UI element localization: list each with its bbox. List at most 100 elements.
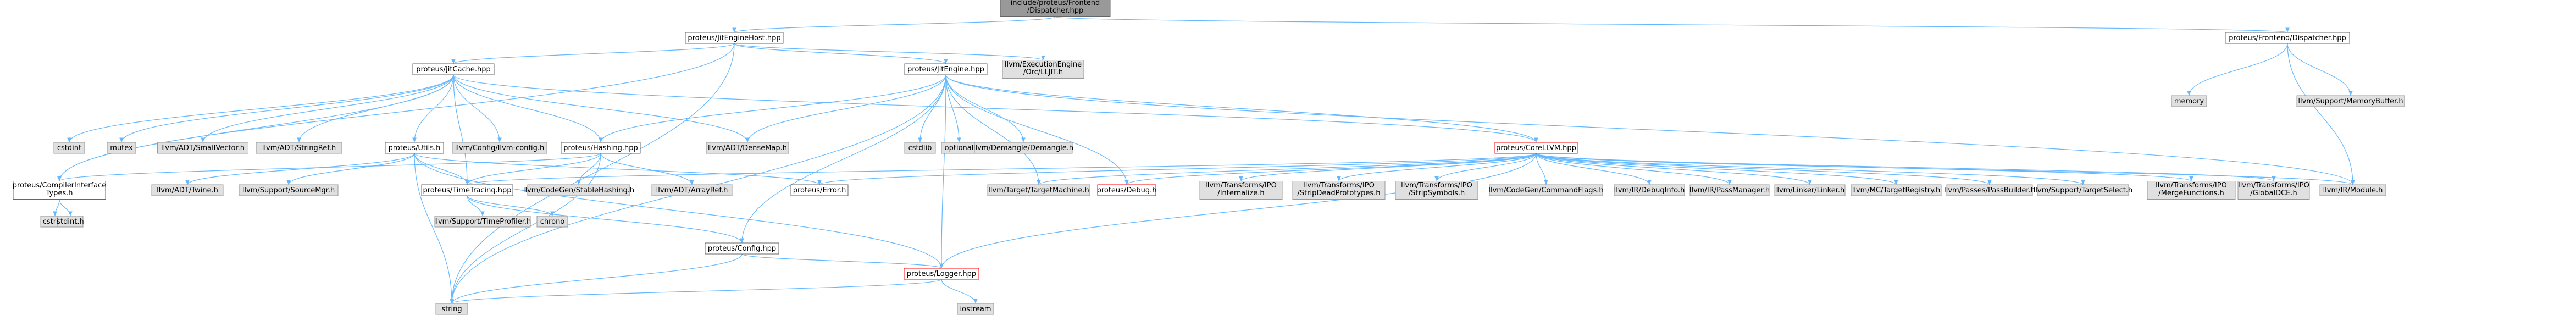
edge-logger-to-string [450,279,942,304]
node-jit-cache[interactable]: proteus/JitCache.hpp [412,63,495,75]
edge-frontend-dispatcher-to-memory-buffer [2287,43,2353,96]
edge-jit-engine-to-dense-map [745,74,946,143]
node-label: llvm/Transforms/IPO [1303,181,1375,190]
node-debug[interactable]: proteus/Debug.h [1097,184,1157,196]
node-debug-info: llvm/IR/DebugInfo.h [1614,184,1685,196]
node-logger[interactable]: proteus/Logger.hpp [904,268,979,280]
node-label: string [441,305,462,313]
node-target-machine: llvm/Target/TargetMachine.h [987,184,1090,196]
node-box [256,142,342,154]
edge-core-l-l-v-m-to-strip-symbols [1434,153,1537,181]
node-dense-map: llvm/ADT/DenseMap.h [706,142,789,154]
edge-jit-engine-host-to-jit-cache [451,43,735,64]
edge-jit-engine-host-to-jit-engine [734,43,948,64]
node-mutex: mutex [107,142,136,154]
node-box [434,216,531,228]
node-small-vector: llvm/ADT/SmallVector.h [157,142,248,154]
node-box [2171,95,2207,107]
node-time-tracing[interactable]: proteus/TimeTracing.hpp [421,184,513,196]
node-label: proteus/JitEngine.hpp [907,65,984,74]
node-root[interactable]: include/proteus/Frontend/Dispatcher.hpp [1000,0,1111,17]
edge-hashing-to-array-ref [600,153,694,185]
node-jit-engine[interactable]: proteus/JitEngine.hpp [904,63,988,75]
node-label: proteus/TimeTracing.hpp [423,186,511,195]
node-error[interactable]: proteus/Error.h [790,184,849,196]
node-demangle: llvm/Demangle/Demangle.h [973,142,1073,154]
node-label: llvm/Linker/Linker.h [1775,186,1845,195]
node-box [987,184,1090,196]
node-label: llvm/Support/TargetSelect.h [2034,186,2132,195]
node-label: llvm/ADT/DenseMap.h [708,144,787,152]
edge-core-l-l-v-m-to-internalize [1239,153,1537,182]
edge-jit-cache-to-hashing [453,74,603,143]
node-execution-engine: llvm/ExecutionEngine/Orc/LLJIT.h [1002,60,1084,79]
node-label: chrono [540,218,565,226]
edge-jit-cache-to-llvm-config [453,74,502,143]
node-label: proteus/JitCache.hpp [416,65,491,74]
node-cstdint: cstdint [53,142,85,154]
node-box [13,181,106,200]
node-box [107,142,136,154]
node-utils[interactable]: proteus/Utils.h [385,142,444,154]
node-string-ref: llvm/ADT/StringRef.h [256,142,342,154]
node-box [957,303,994,315]
node-label: llvm/CodeGen/StableHashing.h [523,186,634,195]
edge-frontend-dispatcher-to-module [2287,43,2355,185]
node-box [151,184,224,196]
edge-utils-to-time-tracing [414,153,469,185]
node-config[interactable]: proteus/Config.hpp [705,242,779,255]
node-box [536,216,568,228]
edge-jit-cache-to-cstdint [67,74,454,143]
node-label: llvm/Transforms/IPO [1401,181,1472,190]
edge-logger-to-iostream [941,279,978,304]
node-cstdlib: cstdlib [904,142,936,154]
edge-utils-to-twine [185,153,415,185]
node-box [2319,184,2386,196]
node-box [904,142,936,154]
edge-jit-engine-host-to-compiler-interface [57,43,735,181]
node-label: proteus/Error.h [793,186,846,195]
node-label: /Orc/LLJIT.h [1023,68,1063,76]
node-frontend-dispatcher[interactable]: proteus/Frontend/Dispatcher.hpp [2225,32,2350,44]
edge-jit-engine-to-module [945,74,2355,185]
edge-utils-to-error [414,153,822,185]
node-box [2237,181,2310,200]
node-label: llvm/ExecutionEngine [1005,60,1082,69]
edge-jit-engine-to-optional [945,74,961,143]
edge-time-tracing-to-chrono [467,195,555,217]
edge-jit-cache-to-dense-map [453,74,750,143]
node-label: llvm/Demangle/Demangle.h [973,144,1073,152]
node-box [1199,181,1283,200]
node-core-l-l-v-m[interactable]: proteus/CoreLLVM.hpp [1494,142,1578,154]
edge-hashing-to-stable-hashing [577,153,601,185]
node-twine: llvm/ADT/Twine.h [151,184,224,196]
node-jit-engine-host[interactable]: proteus/JitEngineHost.hpp [685,32,784,44]
node-chrono: chrono [536,216,568,228]
node-target-registry: llvm/MC/TargetRegistry.h [1851,184,1942,196]
node-box [705,242,779,255]
node-label: proteus/CoreLLVM.hpp [1496,144,1576,152]
node-box [904,63,988,75]
node-label: proteus/Config.hpp [708,245,776,253]
node-stdint: stdint.h [57,216,84,228]
edge-jit-engine-to-demangle [945,74,1026,143]
node-label: llvm/Support/MemoryBuffer.h [2298,97,2403,106]
node-label: memory [2174,97,2204,106]
node-box [2147,181,2236,200]
node-box [651,184,733,196]
node-label: proteus/Utils.h [389,144,441,152]
node-hashing[interactable]: proteus/Hashing.hpp [561,142,641,154]
node-optional: optional [941,142,977,154]
node-box [1000,0,1111,17]
node-box [239,184,339,196]
edge-core-l-l-v-m-to-linker [1536,153,1812,185]
edge-core-l-l-v-m-to-pass-builder [1536,153,1992,185]
edge-time-tracing-to-config [467,195,744,244]
node-box [452,142,547,154]
node-target-select: llvm/Support/TargetSelect.h [2034,184,2132,196]
edge-config-to-string [450,253,743,304]
edge-jit-cache-to-compiler-interface [57,74,454,181]
node-pass-manager: llvm/IR/PassManager.h [1689,184,1770,196]
node-box [790,184,849,196]
